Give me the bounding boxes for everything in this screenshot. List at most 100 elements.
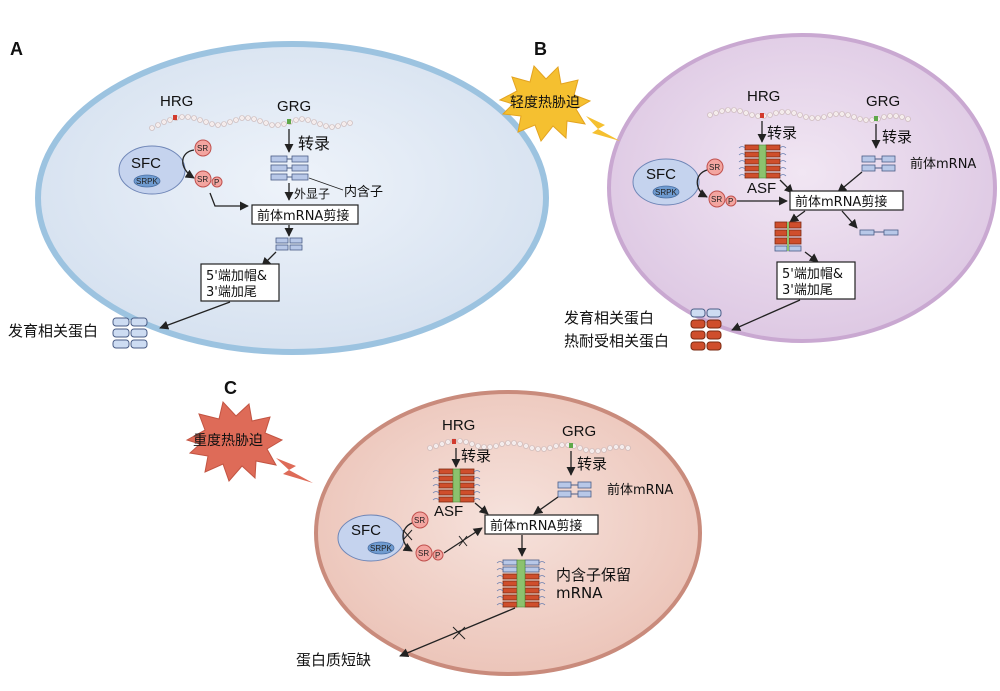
dna-strand-b	[707, 107, 911, 123]
block-cross-c-2	[458, 535, 468, 547]
capping-label-b-2: 3'端加尾	[782, 283, 833, 298]
heat-mrna-b	[774, 221, 802, 252]
output-label-b-2: 热耐受相关蛋白	[564, 332, 669, 350]
phosphate-label-c: P	[435, 551, 440, 560]
phosphate-label-b: P	[728, 197, 733, 206]
srpk-label-c: SRPK	[370, 544, 392, 553]
output-label-a: 发育相关蛋白	[8, 322, 98, 340]
heat-premrna-stack-c	[432, 468, 481, 503]
sr-label-c: SR	[414, 516, 425, 525]
sr-label-b: SR	[709, 163, 720, 172]
capping-label-b-1: 5'端加帽&	[782, 266, 843, 282]
hrg-locus-c	[452, 439, 456, 444]
premrna-b	[861, 155, 896, 172]
intron-retained-mrna-stack-c	[496, 559, 546, 608]
sr-phospho-label-a: SR	[197, 175, 208, 184]
grg-label-b: GRG	[866, 93, 900, 110]
grg-locus-b	[874, 116, 878, 121]
grg-locus-c	[569, 443, 573, 448]
developmental-proteins-a	[112, 317, 148, 349]
panel-a-letter: A	[10, 39, 23, 59]
splicing-label-a: 前体mRNA剪接	[257, 208, 349, 224]
sfc-label-a: SFC	[131, 155, 161, 172]
developmental-proteins-b	[690, 308, 722, 318]
transcription-label-c-hrg: 转录	[461, 447, 491, 465]
cell-a	[35, 41, 549, 355]
splicing-box-a	[251, 204, 359, 225]
sfc-b	[632, 158, 700, 206]
severe-stress-burst	[185, 400, 284, 482]
output-arrow-a	[159, 301, 231, 330]
splicing-box-b	[789, 190, 904, 211]
phosphate-b	[725, 195, 737, 207]
sr-a	[194, 139, 212, 157]
transcription-label-a: 转录	[298, 134, 330, 153]
block-cross-c-1	[402, 529, 413, 541]
intron-retained-b	[859, 229, 899, 236]
sr-phospho-c	[415, 544, 433, 562]
grg-label-a: GRG	[277, 98, 311, 115]
hrg-locus-a	[173, 115, 177, 120]
transcription-label-c-grg: 转录	[577, 455, 607, 473]
panel-c-letter: C	[224, 378, 237, 398]
capping-label-a-1: 5'端加帽&	[206, 268, 267, 284]
sr-label-a: SR	[197, 144, 208, 153]
asf-label-b: ASF	[747, 180, 776, 197]
splicing-label-c: 前体mRNA剪接	[490, 518, 582, 534]
premrna-c	[557, 481, 592, 498]
lightning-b	[586, 116, 620, 141]
phosphorylation-arrow-a	[182, 149, 195, 179]
transcription-label-b-grg: 转录	[882, 128, 912, 146]
transcription-label-b-hrg: 转录	[767, 124, 797, 142]
phosphate-a	[211, 176, 223, 188]
capping-box-a	[200, 263, 280, 302]
hrg-label-c: HRG	[442, 417, 475, 434]
lightning-c	[276, 458, 313, 483]
output-label-b-1: 发育相关蛋白	[564, 309, 654, 327]
sr-phospho-b	[708, 190, 726, 208]
splicing-box-c	[484, 514, 599, 535]
capping-label-a-2: 3'端加尾	[206, 285, 257, 300]
srpk-b	[652, 185, 680, 199]
mature-mrna-a	[275, 237, 303, 251]
severe-stress-label: 重度热胁迫	[193, 433, 263, 449]
sr-c	[411, 511, 429, 529]
srpk-a	[133, 174, 161, 188]
cell-b	[607, 33, 997, 343]
premrna-label-c: 前体mRNA	[607, 482, 673, 498]
premrna-stack-a	[270, 155, 309, 181]
splicing-label-b: 前体mRNA剪接	[795, 194, 887, 210]
sr-to-splicing-arrow-a	[209, 192, 249, 211]
output-label-c: 蛋白质短缺	[296, 651, 371, 669]
srpk-label-b: SRPK	[655, 188, 677, 197]
sr-b	[706, 158, 724, 176]
sr-phospho-label-b: SR	[711, 195, 722, 204]
panel-b: B 轻度热胁迫 HRG GRG 转录	[498, 33, 997, 351]
panel-c: C 重度热胁迫 HRG GRG 转录	[185, 378, 702, 676]
mild-stress-label: 轻度热胁迫	[510, 95, 580, 111]
sr-phospho-a	[194, 170, 212, 188]
hrg-locus-b	[760, 113, 764, 118]
panel-b-letter: B	[534, 39, 547, 59]
mild-stress-burst	[498, 64, 592, 142]
hrg-label-b: HRG	[747, 88, 780, 105]
sr-phospho-label-c: SR	[418, 549, 429, 558]
asf-label-c: ASF	[434, 503, 463, 520]
srpk-label-a: SRPK	[136, 177, 158, 186]
capping-box-b	[776, 261, 856, 300]
grg-label-c: GRG	[562, 423, 596, 440]
sfc-label-b: SFC	[646, 166, 676, 183]
retained-label-c-1: 内含子保留	[556, 566, 631, 584]
phosphate-c	[432, 549, 444, 561]
heat-premrna-stack-b	[738, 144, 787, 179]
srpk-c	[367, 541, 395, 555]
heat-tolerance-proteins-b	[690, 319, 722, 351]
phosphate-label-a: P	[214, 178, 219, 187]
exon-label-a: 外显子	[294, 187, 330, 201]
grg-locus-a	[287, 119, 291, 124]
premrna-label-b: 前体mRNA	[910, 156, 976, 172]
block-cross-c-3	[452, 626, 466, 640]
retained-label-c-2: mRNA	[556, 584, 603, 602]
sfc-label-c: SFC	[351, 522, 381, 539]
